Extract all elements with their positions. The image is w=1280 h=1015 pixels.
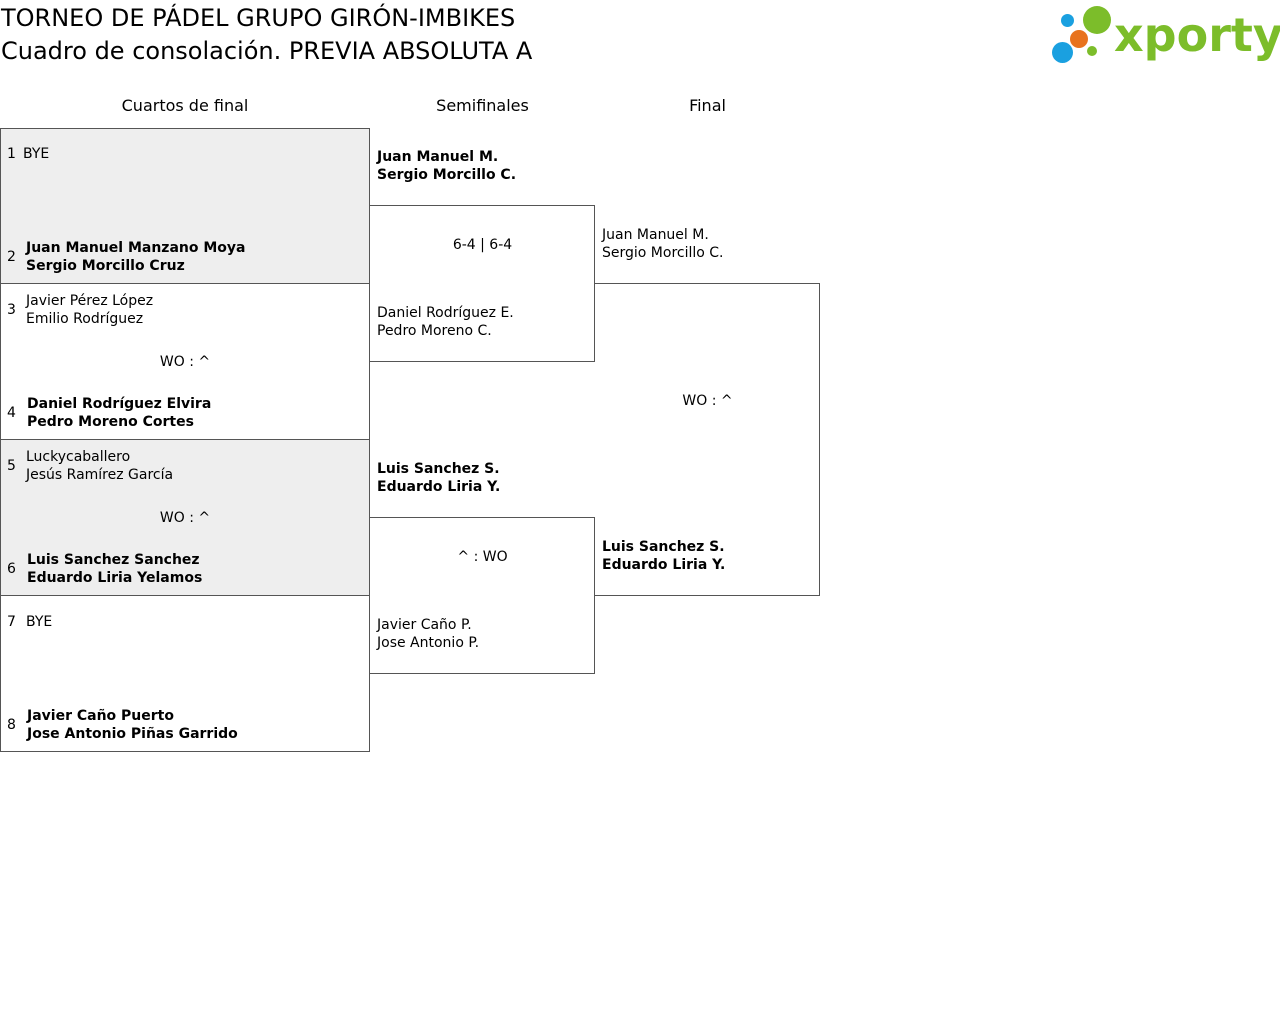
quarterfinal-match-1[interactable] bbox=[0, 128, 370, 284]
team-player-2: Emilio Rodríguez bbox=[26, 311, 144, 327]
seed-number: 1 bbox=[7, 146, 16, 162]
team-player-2: Jose Antonio P. bbox=[377, 635, 480, 651]
team-player-2: Sergio Morcillo C. bbox=[377, 167, 517, 183]
seed-number: 3 bbox=[7, 302, 16, 318]
team-player-2: Eduardo Liria Y. bbox=[602, 557, 726, 573]
team-player-1: Daniel Rodríguez E. bbox=[377, 305, 514, 321]
team-name: BYE bbox=[23, 146, 50, 162]
round-header-semifinals: Semifinales bbox=[436, 96, 529, 115]
team-player-1: Javier Pérez López bbox=[26, 293, 154, 309]
team-player-1: Javier Caño Puerto bbox=[27, 708, 174, 724]
team-player-1: Luis Sanchez S. bbox=[377, 461, 500, 477]
logo-dot-green-small bbox=[1087, 46, 1097, 56]
match-score: ^ : WO bbox=[457, 549, 508, 565]
final-match[interactable] bbox=[594, 283, 820, 596]
seed-number: 4 bbox=[7, 405, 16, 421]
team-player-1: Juan Manuel M. bbox=[602, 227, 709, 243]
team-player-2: Pedro Moreno Cortes bbox=[27, 414, 194, 430]
seed-number: 2 bbox=[7, 249, 16, 265]
team-player-1: Luckycaballero bbox=[26, 449, 131, 465]
logo-dot-blue-small bbox=[1061, 14, 1074, 27]
logo-dot-green bbox=[1083, 6, 1111, 34]
xporty-logo[interactable]: xporty bbox=[1050, 4, 1280, 66]
team-player-1: Juan Manuel Manzano Moya bbox=[26, 240, 246, 256]
team-player-2: Sergio Morcillo C. bbox=[602, 245, 724, 261]
team-player-2: Jose Antonio Piñas Garrido bbox=[27, 726, 238, 742]
team-player-2: Eduardo Liria Y. bbox=[377, 479, 501, 495]
draw-subtitle: Cuadro de consolación. PREVIA ABSOLUTA A bbox=[1, 37, 533, 65]
logo-wordmark: xporty bbox=[1114, 8, 1280, 62]
team-player-1: Daniel Rodríguez Elvira bbox=[27, 396, 212, 412]
team-player-2: Eduardo Liria Yelamos bbox=[27, 570, 203, 586]
match-score: WO : ^ bbox=[159, 510, 211, 526]
team-player-1: Luis Sanchez S. bbox=[602, 539, 725, 555]
team-player-1: Javier Caño P. bbox=[377, 617, 472, 633]
team-name: BYE bbox=[26, 614, 53, 630]
seed-number: 5 bbox=[7, 458, 16, 474]
logo-dot-orange bbox=[1070, 30, 1088, 48]
round-header-final: Final bbox=[689, 96, 726, 115]
match-score: WO : ^ bbox=[159, 354, 211, 370]
team-player-1: Luis Sanchez Sanchez bbox=[27, 552, 200, 568]
seed-number: 8 bbox=[7, 717, 16, 733]
logo-dot-blue bbox=[1052, 42, 1073, 63]
quarterfinal-match-3[interactable] bbox=[0, 439, 370, 596]
match-score: 6-4 | 6-4 bbox=[452, 237, 513, 253]
seed-number: 7 bbox=[7, 614, 16, 630]
team-player-2: Jesús Ramírez García bbox=[26, 467, 174, 483]
team-player-2: Sergio Morcillo Cruz bbox=[26, 258, 185, 274]
match-score: WO : ^ bbox=[682, 393, 733, 409]
seed-number: 6 bbox=[7, 561, 16, 577]
tournament-title: TORNEO DE PÁDEL GRUPO GIRÓN-IMBIKES bbox=[1, 4, 516, 32]
round-header-quarterfinals: Cuartos de final bbox=[121, 96, 249, 115]
team-player-1: Juan Manuel M. bbox=[377, 149, 499, 165]
team-player-2: Pedro Moreno C. bbox=[377, 323, 492, 339]
